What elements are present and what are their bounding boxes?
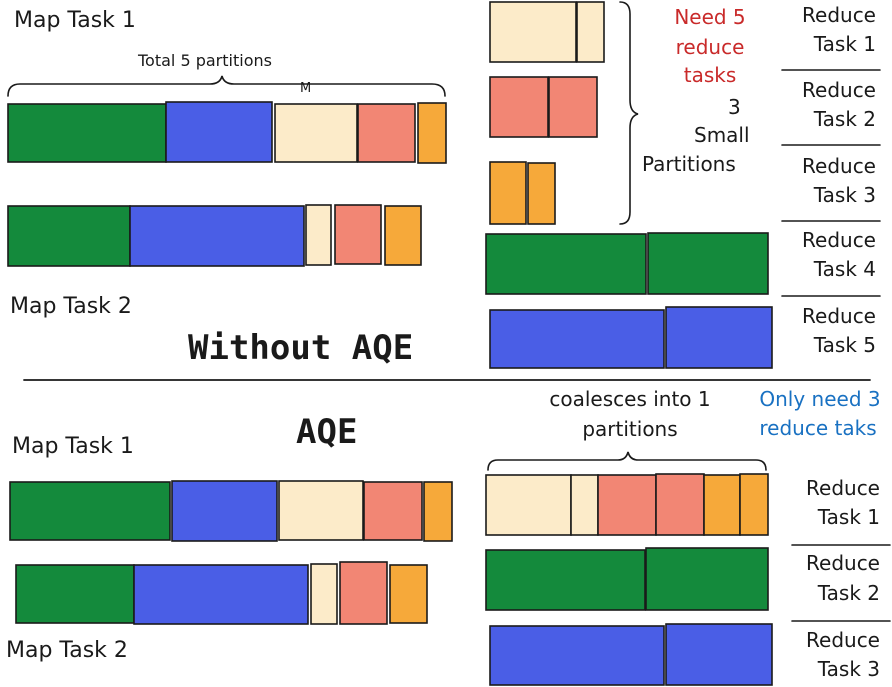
top-reduce-task-1-line1: Reduce (802, 3, 876, 27)
top-reduce-task-3-line1: Reduce (802, 154, 876, 178)
bottom-reduce2-green-b (645, 547, 769, 611)
bottom-reduce1-orange-a (703, 474, 741, 536)
total-partitions-label: Total 5 partitions (138, 51, 272, 70)
bottom-map2-partition-green (15, 564, 135, 624)
bottom-map1-partition-cream (278, 480, 364, 541)
bottom-reduce3-blue-a (489, 625, 665, 686)
top-map2-partition-salmon (334, 204, 382, 265)
top-map2-partition-green (7, 205, 131, 267)
top-reduce1-cream-a (489, 1, 577, 63)
bottom-reduce-task-1-line2: Task 1 (817, 505, 880, 529)
top-reduce3-orange-b (527, 162, 556, 225)
bottom-map1-partition-green (9, 481, 171, 541)
bottom-reduce2-green-a (485, 549, 646, 611)
top-reduce4-green-a (485, 233, 647, 295)
need-reduce-line-2: reduce (675, 35, 745, 59)
aqe-title: AQE (296, 412, 358, 452)
coalesce-line-1: coalesces into 1 (549, 387, 711, 411)
top-reduce-task-4-line2: Task 4 (813, 257, 876, 281)
small-partitions-line-3: Partitions (642, 152, 736, 176)
bottom-map1-partition-blue (171, 480, 278, 542)
bottom-reduce1-cream-a (485, 474, 572, 536)
top-map-task-1-label: Map Task 1 (14, 8, 136, 33)
bottom-map2-partition-salmon (339, 561, 388, 625)
top-map-task-2-label: Map Task 2 (10, 294, 132, 319)
top-reduce3-orange-a (489, 161, 527, 225)
need-reduce-line-3: tasks (683, 63, 737, 87)
only-need-line-2: reduce taks (759, 416, 877, 440)
bottom-reduce1-salmon-a (597, 474, 657, 536)
bottom-reduce-task-2-line1: Reduce (806, 551, 880, 575)
bottom-reduce-task-1-line1: Reduce (806, 476, 880, 500)
bottom-map2-partition-cream (310, 563, 338, 625)
bottom-reduce-task-3-line1: Reduce (806, 628, 880, 652)
brace-mark: M (300, 81, 312, 96)
top-partitions-brace (7, 75, 446, 97)
top-map1-partition-salmon (357, 103, 416, 163)
small-partitions-line-2: Small (694, 123, 750, 147)
top-reduce2-salmon-b (548, 76, 598, 138)
top-map2-partition-cream (305, 204, 332, 266)
top-map2-partition-blue (129, 205, 305, 267)
without-aqe-title: Without AQE (188, 328, 414, 368)
small-partitions-brace (619, 1, 639, 225)
top-map1-partition-green (7, 103, 167, 163)
top-reduce-task-3-line2: Task 3 (813, 183, 876, 207)
need-reduce-line-1: Need 5 (674, 5, 746, 29)
bottom-map-task-1-label: Map Task 1 (12, 434, 134, 459)
top-reduce-task-5-line1: Reduce (802, 304, 876, 328)
top-map1-partition-blue (165, 101, 273, 163)
top-reduce-task-2-line2: Task 2 (813, 107, 876, 131)
top-reduce-task-5-line2: Task 5 (813, 333, 876, 357)
top-reduce5-blue-a (489, 309, 665, 369)
bottom-reduce-task-3-line2: Task 3 (817, 657, 880, 681)
bottom-reduce1-cream-b (570, 474, 599, 536)
top-reduce-task-4-line1: Reduce (802, 228, 876, 252)
coalesce-line-2: partitions (582, 417, 678, 441)
bottom-map2-partition-blue (133, 564, 309, 625)
bottom-reduce1-salmon-b (655, 473, 705, 536)
top-map1-partition-cream (274, 103, 358, 163)
top-reduce5-blue-b (665, 306, 773, 369)
bottom-map1-partition-salmon (363, 481, 423, 541)
only-need-line-1: Only need 3 (759, 387, 881, 411)
top-reduce2-salmon-a (489, 76, 549, 138)
bottom-map-task-2-label: Map Task 2 (6, 638, 128, 663)
coalesce-brace (487, 451, 767, 471)
bottom-map1-partition-orange (423, 481, 453, 542)
top-reduce4-green-b (647, 232, 769, 295)
top-reduce-task-2-line1: Reduce (802, 78, 876, 102)
bottom-reduce-task-2-line2: Task 2 (817, 581, 880, 605)
small-partitions-line-1: 3 (728, 95, 741, 119)
top-map2-partition-orange (384, 205, 422, 266)
top-map1-partition-orange (417, 102, 447, 164)
top-reduce1-cream-b (576, 1, 605, 63)
top-reduce-task-1-line2: Task 1 (813, 32, 876, 56)
bottom-reduce1-orange-b (739, 473, 769, 536)
bottom-map2-partition-orange (389, 564, 428, 624)
bottom-reduce3-blue-b (665, 623, 773, 686)
